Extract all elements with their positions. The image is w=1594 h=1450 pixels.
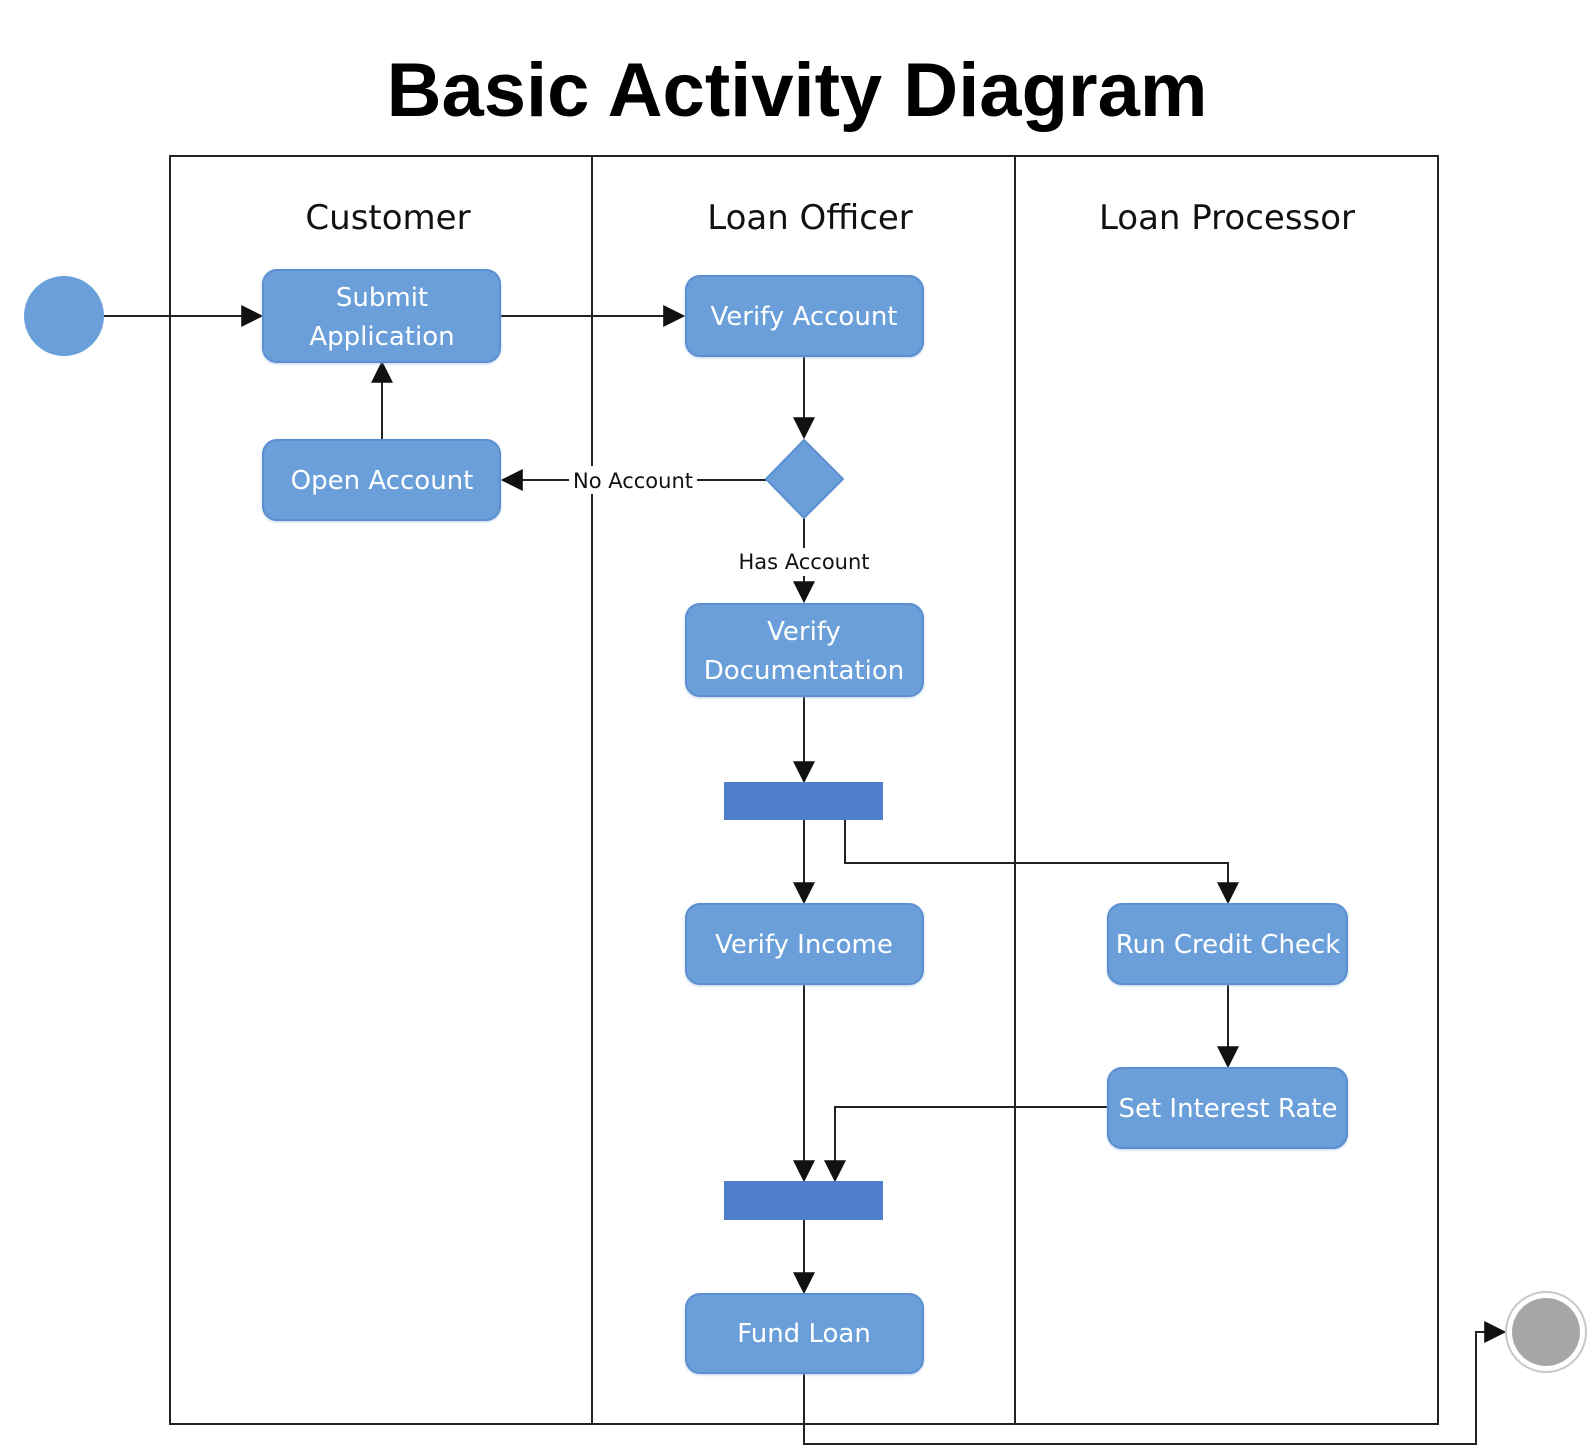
activity-box[interactable] <box>685 275 924 357</box>
lane-header-loan-officer: Loan Officer <box>707 198 913 238</box>
fork-bar[interactable] <box>724 782 883 820</box>
guard-no-account: No Account <box>569 466 697 494</box>
activity-label-line: Verify Income <box>715 930 893 960</box>
activity-box[interactable] <box>685 903 924 985</box>
final-node[interactable] <box>1505 1291 1587 1373</box>
guard-has-account: Has Account <box>736 548 872 576</box>
initial-node[interactable] <box>24 276 104 356</box>
activity-box[interactable] <box>685 1293 924 1374</box>
activity-label-line: Fund Loan <box>737 1319 871 1349</box>
diagram-title: Basic Activity Diagram <box>387 48 1208 133</box>
activity-verify-documentation[interactable]: Verify Documentation <box>685 603 924 697</box>
lane-header-customer: Customer <box>305 198 470 238</box>
activity-label-line: Submit <box>336 283 428 313</box>
activity-label-line: Open Account <box>291 466 474 496</box>
activity-box[interactable] <box>685 603 924 697</box>
guard-label-background <box>736 548 872 576</box>
activity-label-line: Verify Account <box>710 302 897 332</box>
activity-label-line: Verify <box>767 617 841 647</box>
activity-label-line: Set Interest Rate <box>1118 1094 1337 1124</box>
join-bar[interactable] <box>724 1181 883 1220</box>
edge-fund-loan-to-end <box>803 1321 1507 1445</box>
final-node-core <box>1512 1298 1580 1366</box>
activity-box[interactable] <box>262 439 501 521</box>
edge-interest-rate-to-join <box>824 1106 1108 1183</box>
lane-header-loan-processor: Loan Processor <box>1099 198 1355 238</box>
activity-box[interactable] <box>262 269 501 363</box>
activity-label-line: Application <box>309 322 454 352</box>
activity-fund-loan[interactable]: Fund Loan <box>685 1293 924 1374</box>
edges <box>104 305 1507 1445</box>
guard-label-has-account: Has Account <box>738 550 869 574</box>
activity-verify-account[interactable]: Verify Account <box>685 275 924 357</box>
activity-verify-income[interactable]: Verify Income <box>685 903 924 985</box>
edge-fork-to-run-credit-check <box>844 820 1239 905</box>
activity-label-line: Documentation <box>704 656 904 686</box>
activity-submit-application[interactable]: Submit Application <box>262 269 501 363</box>
guard-label-no-account: No Account <box>573 469 693 493</box>
activity-set-interest-rate[interactable]: Set Interest Rate <box>1107 1067 1348 1149</box>
activity-box[interactable] <box>1107 1067 1348 1149</box>
guard-label-background <box>569 466 697 494</box>
activity-run-credit-check[interactable]: Run Credit Check <box>1107 903 1348 985</box>
decision-node[interactable] <box>764 438 845 520</box>
activity-box[interactable] <box>1107 903 1348 985</box>
activity-open-account[interactable]: Open Account <box>262 439 501 521</box>
activity-label-line: Run Credit Check <box>1116 930 1341 960</box>
